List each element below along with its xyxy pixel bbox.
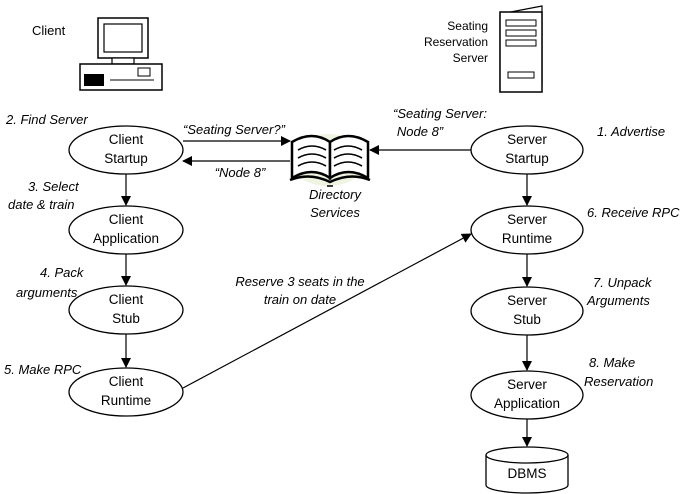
client-runtime-line: Client xyxy=(109,374,144,389)
client-stub-node: Client Stub xyxy=(68,285,184,335)
query-label: “Seating Server?” xyxy=(183,122,286,137)
server-step-label: 7. Unpack xyxy=(593,275,653,290)
server-step-label: Reservation xyxy=(584,374,653,389)
client-startup-node: Client Startup xyxy=(68,125,184,175)
advert-label: “Seating Server: Node 8” xyxy=(393,106,487,139)
client-step-label: 2. Find Server xyxy=(5,112,88,127)
client-title: Client xyxy=(32,23,66,38)
server-title: Seating Reservation Server xyxy=(424,19,488,65)
directory-label-line: Services xyxy=(310,205,360,220)
server-tower-icon xyxy=(499,5,543,93)
server-title-line: Seating xyxy=(447,19,488,33)
server-stub-line: Stub xyxy=(513,312,541,327)
server-step-label: 8. Make xyxy=(589,355,635,370)
server-startup-line: Server xyxy=(507,132,547,147)
client-startup-line: Client xyxy=(109,132,144,147)
arrow-rpc-to-server xyxy=(182,233,472,389)
server-step-label: 1. Advertise xyxy=(597,124,665,139)
server-step-label: Arguments xyxy=(586,293,650,308)
client-step-label: arguments xyxy=(16,285,78,300)
client-startup-line: Startup xyxy=(104,151,148,166)
client-step-label: 3. Select xyxy=(28,179,80,194)
advert-label-line: Node 8” xyxy=(397,124,444,139)
dbms-label: DBMS xyxy=(507,466,546,481)
client-step-label: 5. Make RPC xyxy=(4,362,82,377)
server-stub-node: Server Stub xyxy=(470,286,584,336)
rpc-label-line: Reserve 3 seats in the xyxy=(235,274,364,289)
client-application-line: Client xyxy=(109,212,144,227)
server-startup-line: Startup xyxy=(505,151,549,166)
client-step-label: 4. Pack xyxy=(40,265,85,280)
server-application-line: Application xyxy=(494,396,560,411)
client-stub-line: Client xyxy=(109,292,144,307)
client-application-node: Client Application xyxy=(68,205,184,255)
server-stub-line: Server xyxy=(507,293,547,308)
server-startup-node: Server Startup xyxy=(470,125,584,175)
rpc-label: Reserve 3 seats in the train on date xyxy=(235,274,364,307)
advert-label-line: “Seating Server: xyxy=(393,106,487,121)
directory-book-icon xyxy=(289,134,371,187)
server-runtime-line: Runtime xyxy=(502,231,552,246)
client-step-label: date & train xyxy=(8,197,75,212)
server-runtime-line: Server xyxy=(507,212,547,227)
dbms-cylinder: DBMS xyxy=(485,446,569,494)
directory-label: Directory Services xyxy=(309,187,363,220)
reply-label: “Node 8” xyxy=(215,165,266,180)
server-runtime-node: Server Runtime xyxy=(470,205,584,255)
client-runtime-node: Client Runtime xyxy=(68,367,184,417)
client-runtime-line: Runtime xyxy=(101,393,151,408)
server-application-line: Server xyxy=(507,377,547,392)
server-application-node: Server Application xyxy=(470,370,584,420)
rpc-label-line: train on date xyxy=(264,292,336,307)
client-application-line: Application xyxy=(93,231,159,246)
client-computer-icon xyxy=(79,17,163,91)
server-step-label: 6. Receive RPC xyxy=(587,205,680,220)
client-stub-line: Stub xyxy=(112,311,140,326)
server-title-line: Reservation xyxy=(424,35,488,49)
directory-label-line: Directory xyxy=(309,187,363,202)
server-title-line: Server xyxy=(453,51,488,65)
